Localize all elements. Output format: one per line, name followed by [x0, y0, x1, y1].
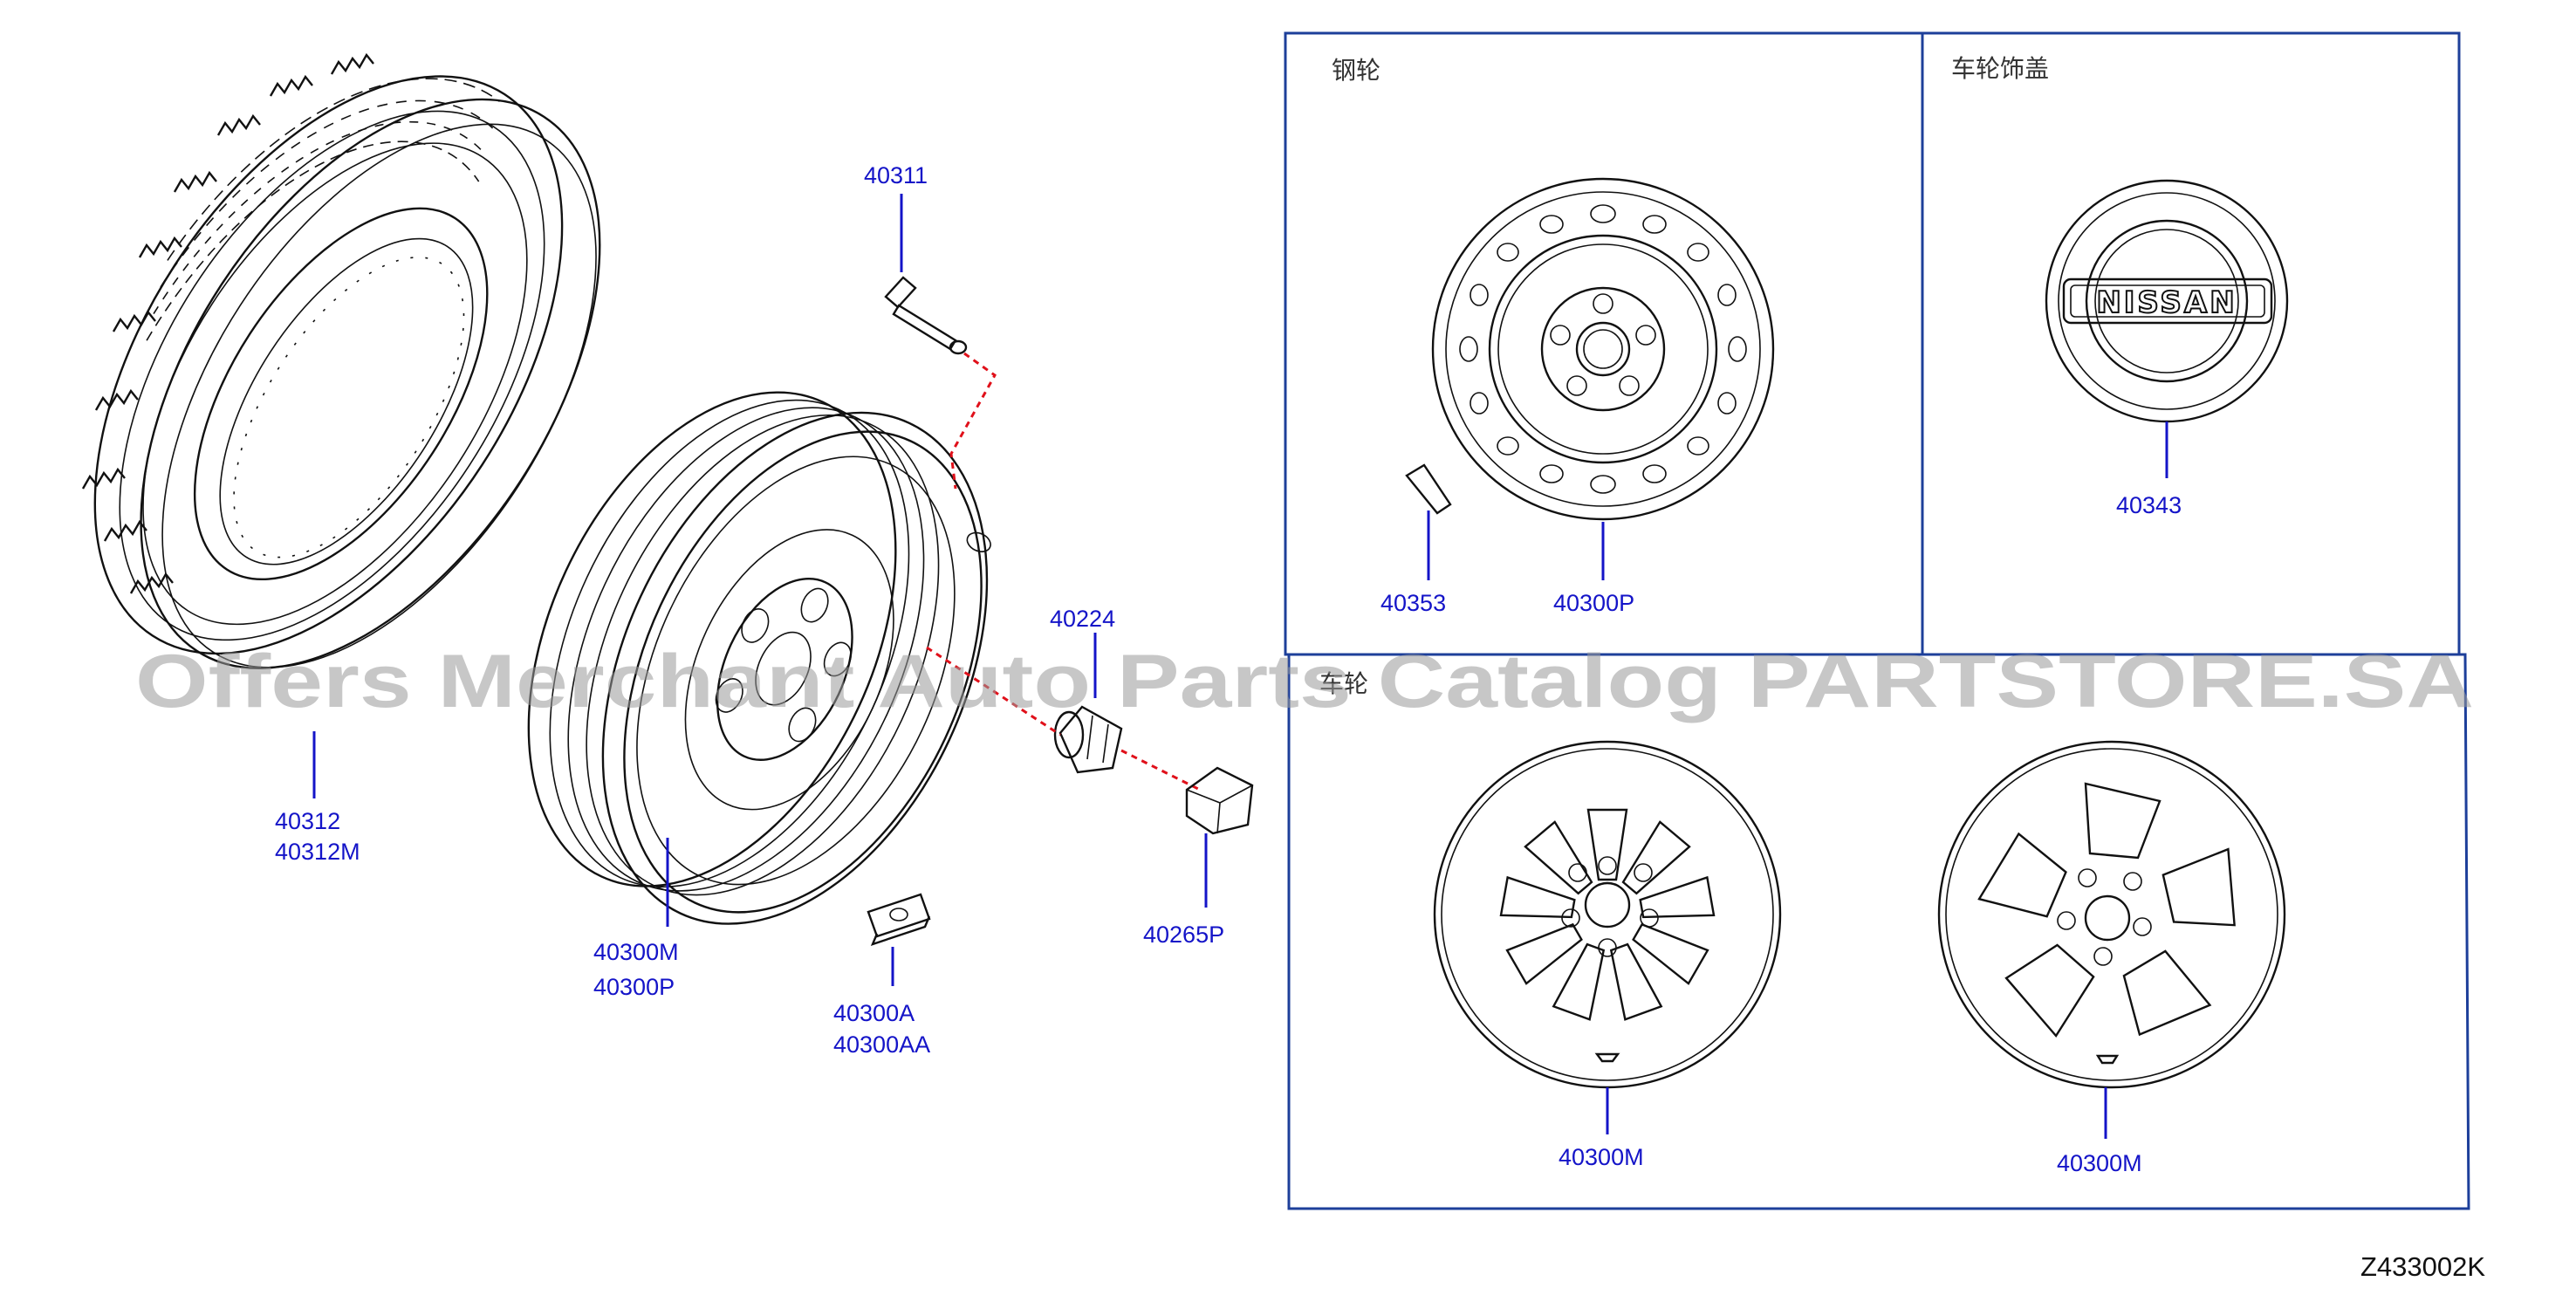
- nut-part-label[interactable]: 40224: [1050, 606, 1115, 632]
- alloy-wheel-title: 车轮: [1319, 669, 1368, 698]
- alloy-wheel-b[interactable]: [1937, 740, 2286, 1089]
- catalog-watermark: Offers Merchant Auto Parts Catalog PARTS…: [135, 640, 2474, 723]
- wheel-part-label-alt[interactable]: 40300P: [593, 974, 675, 1000]
- tire-part-label-alt[interactable]: 40312M: [275, 839, 360, 865]
- nut-illustration[interactable]: [1053, 705, 1123, 774]
- steel-wheel-front[interactable]: [1431, 177, 1775, 521]
- diagram-code: Z433002K: [2360, 1251, 2485, 1282]
- nut-install-path: [926, 646, 1201, 791]
- steel-wheel-title: 钢轮: [1332, 56, 1380, 85]
- tire-part-label[interactable]: 40312: [275, 808, 340, 834]
- wheel-cover-badge[interactable]: NISSAN: [2045, 179, 2289, 423]
- tire-illustration[interactable]: [0, 0, 695, 758]
- wheel-illustration[interactable]: [456, 318, 1064, 985]
- alloy-b-part-label[interactable]: 40300M: [2057, 1150, 2142, 1176]
- cover-part-label[interactable]: 40343: [2116, 492, 2182, 518]
- steel-balance-part-label[interactable]: 40353: [1380, 590, 1446, 616]
- nissan-badge-text: NISSAN: [2096, 285, 2237, 320]
- alloy-a-part-label[interactable]: 40300M: [1559, 1144, 1644, 1170]
- weight-part-label-alt[interactable]: 40300AA: [833, 1031, 930, 1058]
- wheel-part-label[interactable]: 40300M: [593, 939, 679, 965]
- weight-part-label[interactable]: 40300A: [833, 1000, 915, 1026]
- cap-illustration[interactable]: [1185, 766, 1254, 835]
- cap-part-label[interactable]: 40265P: [1143, 922, 1224, 948]
- section-frames: [1284, 31, 2470, 1210]
- valve-part-label[interactable]: 40311: [864, 162, 928, 188]
- wheel-cover-frame: [1921, 31, 2461, 656]
- wheel-cover-title: 车轮饰盖: [1951, 54, 2049, 83]
- valve-illustration[interactable]: [884, 276, 968, 355]
- alloy-wheel-a[interactable]: [1433, 740, 1782, 1089]
- steel-wheel-part-label[interactable]: 40300P: [1553, 590, 1634, 616]
- alloy-wheel-frame: [1287, 653, 2470, 1210]
- weight-illustration[interactable]: [867, 893, 931, 946]
- balance-weight-clip[interactable]: [1405, 463, 1452, 515]
- valve-install-path: [949, 352, 997, 490]
